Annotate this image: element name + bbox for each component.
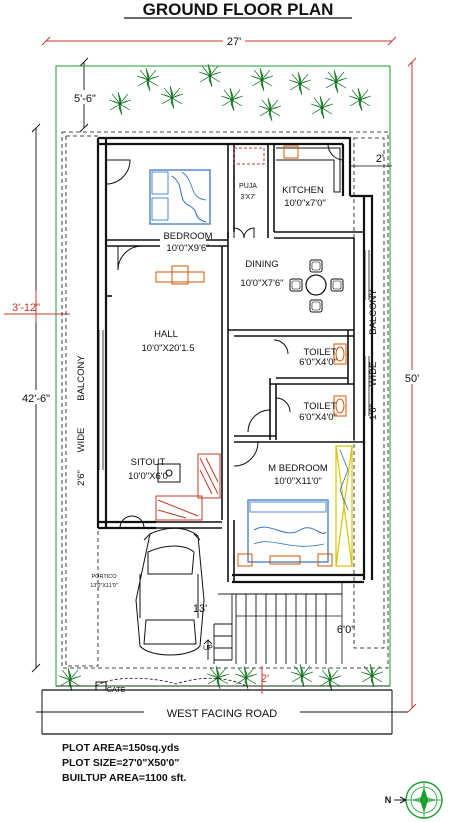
car bbox=[135, 527, 205, 656]
toilet2-size: 6'0"X4'0" bbox=[299, 412, 337, 423]
balcony-left-width: 2'6" bbox=[76, 470, 87, 486]
plot-size-note: PLOT SIZE=27'0"X50'0" bbox=[62, 757, 179, 769]
balcony-right-name: BALCONY bbox=[368, 289, 379, 335]
puja-size: 3'X7' bbox=[240, 194, 255, 201]
front-steps bbox=[203, 593, 342, 664]
plot-area-note: PLOT AREA=150sq.yds bbox=[62, 742, 179, 754]
portico-name: PORTICO bbox=[92, 574, 118, 580]
hall-name: HALL bbox=[154, 329, 178, 340]
top-width-label: 27' bbox=[227, 36, 241, 48]
builtup-area-note: BUILTUP AREA=1100 sft. bbox=[62, 772, 186, 784]
bedroom-bed bbox=[149, 169, 211, 225]
gate-offset-label: 2' bbox=[261, 673, 269, 685]
hall-size: 10'0"X20'1.5 bbox=[142, 343, 195, 354]
door-swings bbox=[105, 143, 345, 529]
kitchen-size: 10'0"x7'0" bbox=[284, 198, 326, 209]
plan-title: GROUND FLOOR PLAN bbox=[143, 0, 334, 19]
portico-depth-label: 13' bbox=[193, 603, 207, 615]
north-label: N bbox=[385, 795, 392, 805]
balcony-right-width: 1'6" bbox=[368, 404, 379, 420]
road-label: WEST FACING ROAD bbox=[167, 708, 277, 720]
up-label: UP bbox=[203, 645, 213, 652]
plan-notes: PLOT AREA=150sq.yds PLOT SIZE=27'0"X50'0… bbox=[62, 742, 186, 784]
north-compass-icon: N bbox=[385, 781, 443, 819]
balcony-right-wide: WIDE bbox=[368, 362, 379, 387]
interior-walls bbox=[106, 144, 364, 582]
top-plants bbox=[108, 63, 372, 122]
sitout-size: 10'0"X6'0 bbox=[128, 471, 168, 482]
room-labels: BEDROOM 10'0"X9'6" PUJA 3'X7' KITCHEN 10… bbox=[76, 183, 379, 694]
front-stair-label: 6'0" bbox=[337, 624, 355, 636]
left-offset-dimension: 3'-12" bbox=[4, 290, 70, 322]
right-depth-dimension: 50' bbox=[402, 57, 422, 713]
left-depth-dimension: 42'-6" bbox=[14, 123, 58, 673]
gate-label: GATE bbox=[107, 687, 126, 694]
toilet1-size: 6'0"X4'0" bbox=[299, 357, 337, 368]
kitchen-name: KITCHEN bbox=[282, 185, 324, 196]
balcony-left-wide: WIDE bbox=[76, 428, 87, 453]
m-bedroom-size: 10'0"X11'0" bbox=[274, 476, 322, 487]
dining-size: 10'0"X7'6" bbox=[240, 278, 283, 289]
puja-name: PUJA bbox=[239, 183, 257, 190]
wardrobe bbox=[335, 445, 353, 567]
portico-size: 13'0"X11'0" bbox=[90, 583, 118, 589]
bedroom-size: 10'0"X9'6" bbox=[166, 243, 209, 254]
balcony-rails bbox=[98, 250, 370, 470]
puja-cabinet bbox=[233, 147, 265, 165]
bedroom-dresser bbox=[155, 265, 205, 285]
top-width-dimension: 27' bbox=[41, 34, 397, 48]
kitchen-counter bbox=[276, 145, 341, 193]
m-bedroom-name: M BEDROOM bbox=[268, 463, 328, 474]
toilet2-name: TOILET bbox=[303, 401, 336, 412]
setback-label: 5'-6" bbox=[74, 93, 96, 105]
balcony-left-name: BALCONY bbox=[76, 355, 87, 401]
sitout-sofa bbox=[155, 453, 221, 521]
left-offset-label: 3'-12" bbox=[12, 302, 40, 314]
right-depth-label: 50' bbox=[405, 373, 419, 385]
exterior-walls bbox=[96, 136, 374, 584]
kitchen-side-dimension: 2' bbox=[350, 153, 392, 167]
sitout-name: SITOUT bbox=[131, 457, 166, 468]
toilet-fixtures bbox=[333, 343, 347, 417]
toilet1-name: TOILET bbox=[303, 347, 336, 358]
dining-name: DINING bbox=[245, 259, 278, 270]
setback-dimension: 5'-6" bbox=[62, 57, 108, 133]
bedroom-name: BEDROOM bbox=[163, 231, 212, 242]
dining-set bbox=[289, 259, 344, 313]
master-bedroom-bed bbox=[237, 499, 333, 567]
left-depth-label: 42'-6" bbox=[22, 393, 50, 405]
kitchen-side-label: 2' bbox=[376, 153, 384, 165]
step-dimension bbox=[236, 582, 343, 664]
gate-dimension: 2' bbox=[261, 666, 269, 694]
